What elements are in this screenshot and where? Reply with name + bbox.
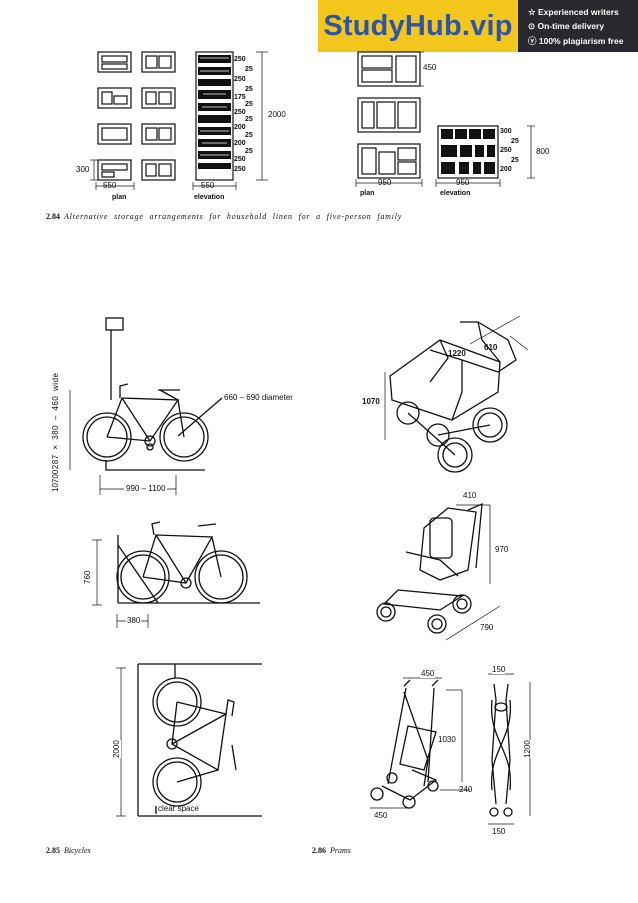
figure-number: 2.85 xyxy=(46,846,60,855)
shelf-dim: 200 xyxy=(234,124,246,131)
figure-number: 2.84 xyxy=(46,212,60,221)
pram-length-dim: 1220 xyxy=(448,349,466,358)
shelf-dim: 25 xyxy=(245,86,253,93)
buggy-height-dim: 1030 xyxy=(438,735,456,744)
width-dim: 950 xyxy=(378,178,392,187)
width-dim: 950 xyxy=(456,178,470,187)
folded-height-dim: 1200 xyxy=(523,740,532,758)
pram-width-dim: 610 xyxy=(484,343,498,352)
height-dim: 2000 xyxy=(268,110,286,119)
shelf-dim: 300 xyxy=(500,128,512,135)
shelf-dim: 250 xyxy=(234,56,246,63)
shelf-dim: 250 xyxy=(234,109,246,116)
elevation-label: elevation xyxy=(440,190,471,197)
banner-feature-2: ⊙ On-time delivery xyxy=(528,21,605,31)
folded-bottom-dim: 150 xyxy=(492,827,506,836)
figure-caption-text: Bicycles xyxy=(64,846,91,855)
figure-caption-text: Prams xyxy=(330,846,351,855)
stroller-width-dim: 410 xyxy=(463,491,477,500)
plan-label: plan xyxy=(112,194,127,201)
shelf-dim: 25 xyxy=(511,138,519,145)
figure-caption-286: 2.86 Prams xyxy=(312,846,351,855)
ad-banner[interactable]: StudyHub.vip ☆ Experienced writers ⊙ On-… xyxy=(318,0,638,52)
figure-number: 2.86 xyxy=(312,846,326,855)
bike-height-dim: 10700287 × 380 – 460 wide xyxy=(51,372,60,492)
shelf-dim: 250 xyxy=(234,76,246,83)
shelf-dim: 25 xyxy=(511,157,519,164)
shelf-dim: 200 xyxy=(500,166,512,173)
hung-width-dim: 380 xyxy=(126,616,142,625)
banner-feature-3: ⓥ 100% plagiarism free xyxy=(528,36,624,46)
height-dim: 300 xyxy=(76,165,90,174)
clear-space-label: clear space xyxy=(158,804,199,813)
plan-label: plan xyxy=(360,190,375,197)
vertical-height-dim: 2000 xyxy=(112,740,121,758)
buggy-depth-dim: 240 xyxy=(459,785,473,794)
shelf-dim: 25 xyxy=(245,116,253,123)
folded-top-dim: 150 xyxy=(492,665,506,674)
pram-height-dim: 1070 xyxy=(362,397,380,406)
figure-caption-text: Alternative storage arrangements for hou… xyxy=(64,212,403,221)
shelf-dim: 25 xyxy=(245,66,253,73)
banner-logo[interactable]: StudyHub.vip xyxy=(318,0,518,52)
shelf-dim: 175 xyxy=(234,94,246,101)
figure-caption-284: 2.84 Alternative storage arrangements fo… xyxy=(46,212,402,221)
shelf-dim: 25 xyxy=(245,101,253,108)
buggy-width-dim: 450 xyxy=(420,669,436,678)
shelf-dim: 25 xyxy=(245,148,253,155)
shelf-dim: 25 xyxy=(245,132,253,139)
banner-feature-1: ☆ Experienced writers xyxy=(528,7,619,17)
shelf-dim: 250 xyxy=(500,147,512,154)
elevation-label: elevation xyxy=(194,194,225,201)
stroller-depth-dim: 790 xyxy=(480,623,494,632)
bike-length-dim: 990 – 1100 xyxy=(124,484,168,493)
shelf-dim: 250 xyxy=(234,166,246,173)
figure-caption-285: 2.85 Bicycles xyxy=(46,846,91,855)
hung-height-dim: 760 xyxy=(83,570,92,584)
shelf-dim: 200 xyxy=(234,140,246,147)
height-dim: 800 xyxy=(536,147,550,156)
width-dim: 550 xyxy=(201,181,215,190)
wheel-diameter-dim: 660 – 690 diameter xyxy=(224,393,293,402)
stroller-height-dim: 970 xyxy=(495,545,509,554)
depth-dim: 450 xyxy=(423,63,437,72)
shelf-dim: 250 xyxy=(234,156,246,163)
buggy-base-dim: 450 xyxy=(374,811,388,820)
width-dim: 550 xyxy=(103,181,117,190)
